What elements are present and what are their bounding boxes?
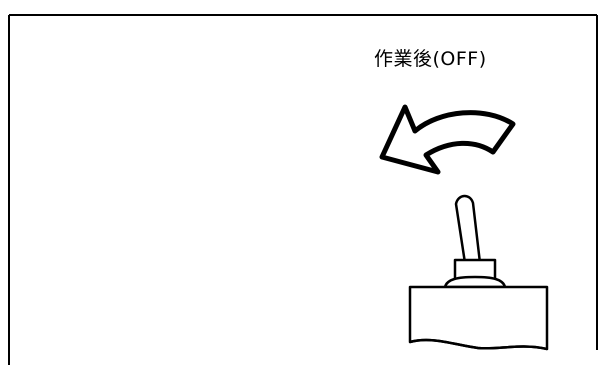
curved-arrow-left-icon <box>379 104 516 175</box>
switch-lever <box>454 194 482 265</box>
switch-body-edge <box>409 338 548 351</box>
switch-nut <box>443 275 507 289</box>
toggle-switch-icon <box>408 194 549 351</box>
state-caption: 作業後(OFF) <box>374 48 487 70</box>
diagram-border <box>8 14 598 365</box>
